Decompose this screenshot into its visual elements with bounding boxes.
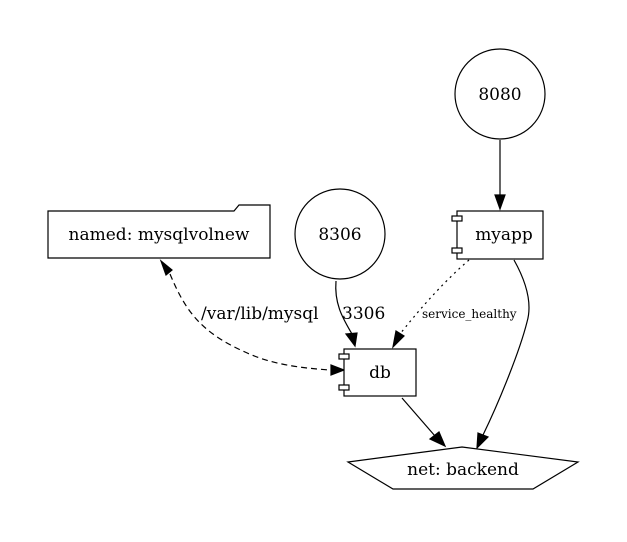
volume-node: named: mysqlvolnew bbox=[47, 204, 271, 259]
edge-volume-to-db bbox=[159, 259, 346, 376]
edge-myapp-to-network bbox=[476, 259, 530, 450]
edge-8080-to-myapp bbox=[494, 140, 506, 211]
depends-on-label: service_healthy bbox=[422, 307, 517, 321]
db-label: db bbox=[369, 363, 391, 383]
edge-8306-to-db bbox=[335, 280, 358, 348]
myapp-node: myapp bbox=[451, 210, 544, 260]
edge-myapp-to-db bbox=[392, 259, 470, 349]
volume-mount-label: /var/lib/mysql bbox=[201, 304, 319, 324]
port-8306-label: 8306 bbox=[318, 225, 361, 245]
port-8080-node: 8080 bbox=[454, 48, 546, 140]
port-8080-label: 8080 bbox=[478, 85, 521, 105]
network-label: net: backend bbox=[407, 460, 519, 480]
db-node: db bbox=[338, 348, 417, 397]
myapp-label: myapp bbox=[475, 225, 533, 245]
port-mapping-label: 3306 bbox=[342, 304, 385, 324]
edge-db-to-network bbox=[401, 397, 447, 448]
volume-label: named: mysqlvolnew bbox=[69, 225, 250, 245]
network-node: net: backend bbox=[346, 446, 580, 490]
port-8306-node: 8306 bbox=[294, 188, 386, 280]
